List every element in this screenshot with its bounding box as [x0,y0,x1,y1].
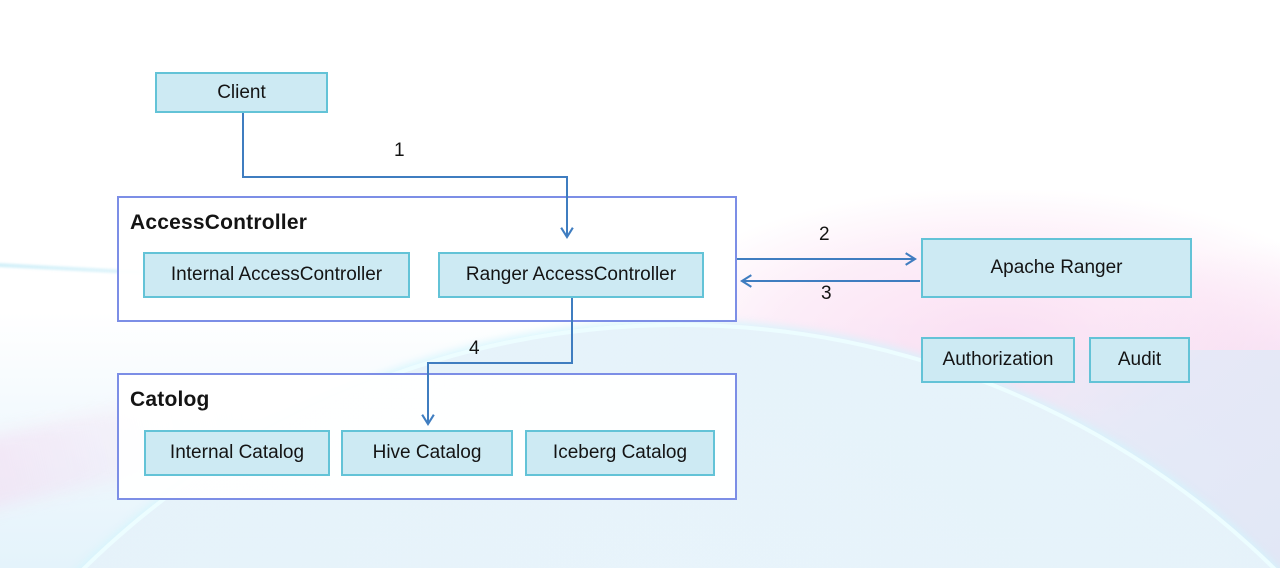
flow-label-3: 3 [821,283,832,304]
catalog-title: Catolog [130,388,210,411]
node-client[interactable]: Client [155,72,328,113]
access-controller-title: AccessController [130,211,308,234]
node-authorization[interactable]: Authorization [921,337,1075,383]
flow-label-4: 4 [469,338,480,359]
node-hive-catalog[interactable]: Hive Catalog [341,430,513,476]
node-audit[interactable]: Audit [1089,337,1190,383]
node-apache-ranger[interactable]: Apache Ranger [921,238,1192,298]
node-iceberg-catalog[interactable]: Iceberg Catalog [525,430,715,476]
node-ranger-access-controller[interactable]: Ranger AccessController [438,252,704,298]
node-internal-catalog[interactable]: Internal Catalog [144,430,330,476]
flow-label-2: 2 [819,224,830,245]
node-internal-access-controller[interactable]: Internal AccessController [143,252,410,298]
flow-label-1: 1 [394,140,405,161]
